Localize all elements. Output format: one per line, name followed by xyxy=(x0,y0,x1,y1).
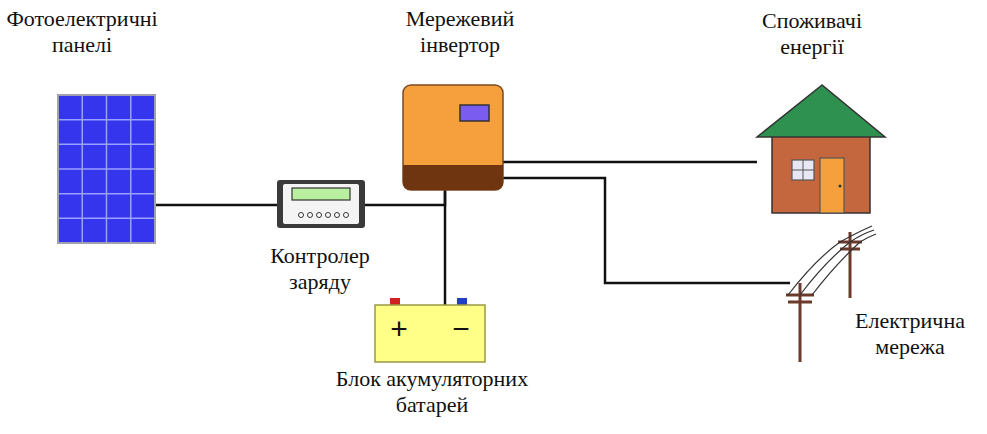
wire xyxy=(155,205,277,206)
node-label: Споживачі енергії xyxy=(734,8,890,61)
wire-line xyxy=(503,178,790,283)
controller-node: Контролер заряду xyxy=(277,180,365,228)
solar-panel-node: Фотоелектричні панелі xyxy=(58,95,155,243)
wire-line xyxy=(444,190,447,305)
node-label: Мережевий інвертор xyxy=(372,6,548,59)
wire-line xyxy=(503,161,757,164)
node-label: Блок акумуляторних батарей xyxy=(297,366,567,419)
wire-line xyxy=(365,190,445,205)
wire xyxy=(445,190,446,305)
solar-panel xyxy=(58,95,155,243)
inverter-node: Мережевий інвертор xyxy=(403,85,503,190)
house-node: Споживачі енергії xyxy=(757,85,885,213)
wire xyxy=(365,190,445,205)
house xyxy=(757,85,885,213)
wire xyxy=(503,162,757,163)
wire-line xyxy=(155,204,277,207)
node-label: Фотоелектричні панелі xyxy=(0,6,166,59)
battery-node: +−Блок акумуляторних батарей xyxy=(375,305,485,362)
node-label: Електрична мережа xyxy=(838,308,982,361)
grid-node: Електрична мережа xyxy=(790,228,870,363)
polarity-sign: − xyxy=(448,314,474,344)
battery xyxy=(375,298,485,362)
charge-controller xyxy=(277,180,365,228)
inverter xyxy=(403,85,503,190)
node-label: Контролер заряду xyxy=(245,243,395,296)
polarity-sign: + xyxy=(386,314,412,344)
power-poles xyxy=(786,226,876,362)
wire xyxy=(503,178,790,283)
